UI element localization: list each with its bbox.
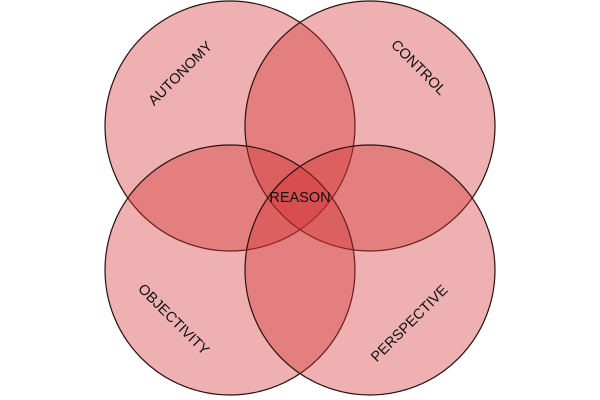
circle-autonomy (104, 0, 356, 252)
circle-perspective (244, 144, 496, 396)
circle-control (244, 0, 496, 252)
circle-objectivity (104, 144, 356, 396)
label-reason: REASON (269, 190, 330, 206)
